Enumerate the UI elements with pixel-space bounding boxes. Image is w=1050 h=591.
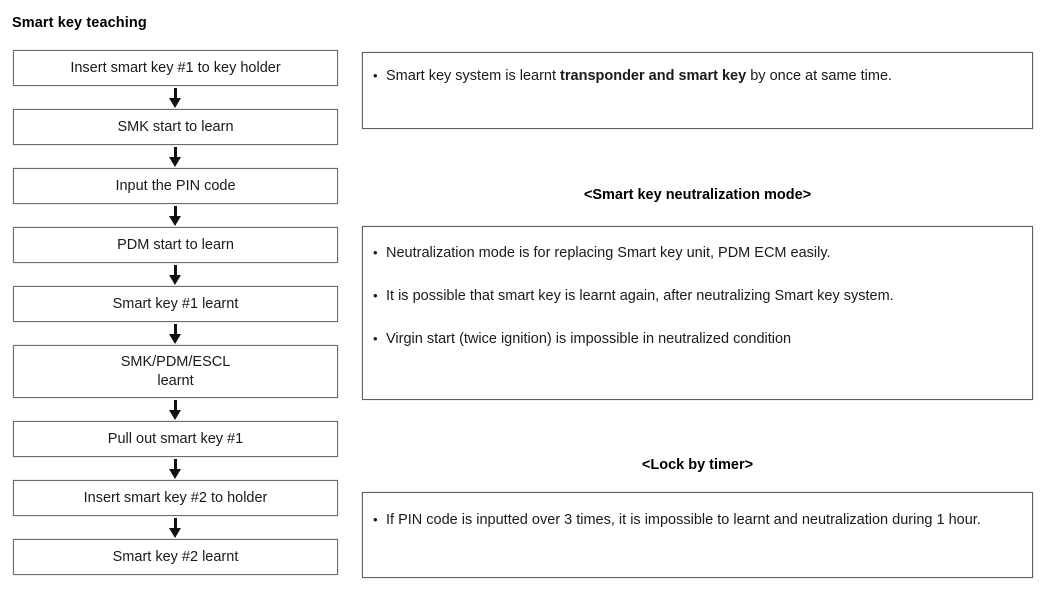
flow-step-label: Insert smart key #2 to holder — [83, 489, 268, 506]
flow-step-insert-smart-key-1: Insert smart key #1 to key holder — [13, 50, 338, 86]
heading-smart-key-neutralization-mode: <Smart key neutralization mode> — [583, 187, 812, 203]
flow-step-label: Smart key #1 learnt — [112, 295, 239, 312]
flow-step-label: PDM start to learn — [117, 236, 234, 253]
down-arrow-icon — [169, 323, 182, 344]
down-arrow-icon — [169, 87, 182, 108]
note-box-smart-key-system: Smart key system is learnt transponder a… — [362, 52, 1033, 129]
note-bullet: Virgin start (twice ignition) is impossi… — [367, 328, 1018, 350]
flow-step-smart-key-2-learnt: Smart key #2 learnt — [13, 539, 338, 575]
down-arrow-icon — [169, 264, 182, 285]
page-title: Smart key teaching — [12, 15, 147, 31]
note-bullet: Neutralization mode is for replacing Sma… — [367, 242, 1018, 264]
flow-step-label: SMK start to learn — [117, 118, 234, 135]
down-arrow-icon — [169, 146, 182, 167]
note-bullet: Smart key system is learnt transponder a… — [367, 65, 1018, 87]
flowchart-column: Insert smart key #1 to key holder SMK st… — [13, 50, 338, 575]
flow-step-smart-key-1-learnt: Smart key #1 learnt — [13, 286, 338, 322]
flow-step-pdm-start-to-learn: PDM start to learn — [13, 227, 338, 263]
down-arrow-icon — [169, 205, 182, 226]
flow-step-insert-smart-key-2: Insert smart key #2 to holder — [13, 480, 338, 516]
down-arrow-icon — [169, 399, 182, 420]
note-list: Smart key system is learnt transponder a… — [367, 65, 1018, 87]
flow-arrow-3 — [13, 204, 338, 227]
flow-step-label: Pull out smart key #1 — [107, 430, 244, 447]
down-arrow-icon — [169, 458, 182, 479]
flow-step-label: Smart key #2 learnt — [112, 548, 239, 565]
flow-arrow-7 — [13, 457, 338, 480]
flow-step-smk-pdm-escl-learnt: SMK/PDM/ESCL learnt — [13, 345, 338, 398]
note-box-neutralization: Neutralization mode is for replacing Sma… — [362, 226, 1033, 400]
note-bullet: If PIN code is inputted over 3 times, it… — [367, 509, 1018, 531]
note-text-part1: Smart key system is learnt — [386, 68, 561, 84]
flow-step-smk-start-to-learn: SMK start to learn — [13, 109, 338, 145]
down-arrow-icon — [169, 517, 182, 538]
flow-step-label: Input the PIN code — [115, 177, 236, 194]
flow-arrow-2 — [13, 145, 338, 168]
flow-arrow-6 — [13, 398, 338, 421]
note-text-bold: transponder and smart key — [560, 68, 747, 84]
note-box-lock-by-timer: If PIN code is inputted over 3 times, it… — [362, 492, 1033, 578]
heading-lock-by-timer: <Lock by timer> — [641, 457, 754, 473]
note-bullet: It is possible that smart key is learnt … — [367, 285, 1018, 307]
flow-step-pull-out-smart-key-1: Pull out smart key #1 — [13, 421, 338, 457]
flow-arrow-5 — [13, 322, 338, 345]
flow-arrow-1 — [13, 86, 338, 109]
flow-step-label: SMK/PDM/ESCL learnt — [120, 353, 231, 389]
note-list: If PIN code is inputted over 3 times, it… — [367, 509, 1018, 531]
note-text-part2: by once at same time. — [746, 68, 893, 84]
flow-step-label: Insert smart key #1 to key holder — [70, 59, 281, 76]
flow-arrow-4 — [13, 263, 338, 286]
flow-arrow-8 — [13, 516, 338, 539]
flow-step-input-pin-code: Input the PIN code — [13, 168, 338, 204]
note-list: Neutralization mode is for replacing Sma… — [367, 242, 1018, 350]
